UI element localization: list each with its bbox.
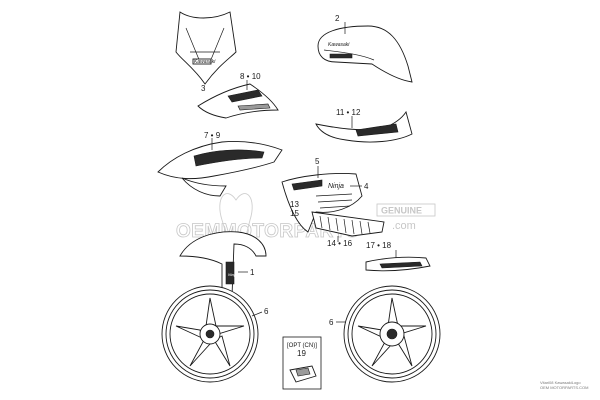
label-11-12: 11 • 12 — [336, 108, 361, 117]
part-decal-11-12[interactable]: 11 • 12 — [315, 108, 413, 143]
windshield-decal — [192, 58, 212, 65]
label-15: 15 — [290, 209, 299, 218]
part-rear-wheel[interactable]: 6 — [329, 285, 441, 383]
part-shroud[interactable]: Ninja 5 4 — [281, 157, 369, 233]
part-grille[interactable]: 13 15 14 • 16 — [290, 200, 385, 248]
watermark-suffix: .com — [392, 220, 416, 232]
fender-logo: Ninja — [228, 272, 238, 277]
watermark-badge-frame — [376, 203, 436, 217]
label-13: 13 — [290, 200, 299, 209]
part-windshield[interactable]: Kawasaki 3 — [175, 11, 237, 93]
label-6-rear: 6 — [329, 318, 334, 327]
shroud-logo: Ninja — [328, 183, 344, 190]
part-decal-8-10[interactable]: 8 • 10 — [197, 72, 279, 119]
footer: Vitari08 KawasakiLogo OEM MOTORPARTS.COM — [540, 380, 588, 390]
label-3: 3 — [201, 84, 206, 93]
label-17-18: 17 • 18 — [366, 241, 392, 250]
label-14-16: 14 • 16 — [327, 239, 353, 248]
footer-line-1: Vitari08 KawasakiLogo — [540, 380, 581, 385]
label-4: 4 — [364, 182, 369, 191]
label-7-9: 7 • 9 — [204, 131, 221, 140]
footer-line-2: OEM MOTORPARTS.COM — [540, 385, 588, 390]
label-6-front: 6 — [264, 307, 269, 316]
option-box[interactable]: [OPT (CN)] 19 — [282, 336, 322, 390]
part-front-wheel[interactable]: 6 — [161, 285, 269, 383]
part-front-fender[interactable]: Ninja 1 — [179, 231, 267, 297]
part-tank-cover[interactable]: Kawasaki 2 — [317, 14, 413, 83]
watermark-emblem — [219, 193, 253, 241]
part-strip-17-18[interactable]: 17 • 18 — [365, 241, 431, 272]
label-5: 5 — [315, 157, 320, 166]
tank-logo: Kawasaki — [328, 42, 350, 48]
label-8-10: 8 • 10 — [240, 72, 261, 81]
label-2: 2 — [335, 14, 340, 23]
windshield-logo: Kawasaki — [194, 59, 216, 65]
watermark-badge: GENUINE — [381, 206, 422, 216]
label-1: 1 — [250, 268, 255, 277]
part-fairing-decal[interactable]: 7 • 9 — [157, 131, 283, 197]
label-19: 19 — [297, 349, 306, 358]
option-title: [OPT (CN)] — [287, 343, 317, 349]
